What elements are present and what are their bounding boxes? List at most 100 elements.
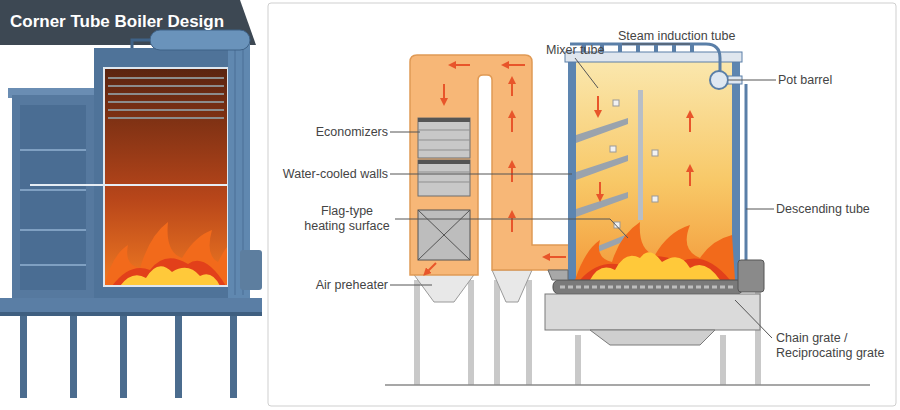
flow-arrow bbox=[505, 64, 525, 66]
water-wall bbox=[732, 58, 740, 280]
flow-arrow bbox=[689, 114, 691, 132]
water-wall bbox=[568, 58, 576, 280]
stoker-drive bbox=[738, 260, 764, 292]
leader-line bbox=[390, 285, 432, 286]
leader-line bbox=[395, 219, 628, 238]
air-preheater-box bbox=[418, 210, 470, 260]
flow-arrow bbox=[599, 182, 601, 198]
part-label: Pot barrel bbox=[778, 73, 868, 88]
leader-line bbox=[728, 80, 776, 81]
tube-line bbox=[418, 130, 470, 131]
support-column bbox=[414, 280, 420, 385]
cross-line bbox=[418, 210, 470, 260]
flow-arrow bbox=[452, 64, 470, 66]
flag-plate bbox=[576, 118, 628, 143]
support-column bbox=[720, 335, 726, 385]
coal-hopper bbox=[548, 270, 568, 280]
leader-line bbox=[622, 44, 690, 45]
base-platform bbox=[0, 312, 262, 316]
tube-line bbox=[108, 109, 224, 111]
tube-line bbox=[418, 172, 470, 173]
ground-line bbox=[385, 384, 870, 386]
flame bbox=[120, 266, 220, 286]
panel-frame bbox=[268, 3, 896, 406]
support-leg bbox=[20, 310, 27, 398]
flow-arrow bbox=[546, 256, 566, 258]
flue-duct bbox=[410, 55, 575, 275]
leader-line bbox=[735, 300, 772, 338]
part-label: Air preheater bbox=[288, 278, 388, 293]
flow-arrow bbox=[597, 96, 599, 114]
descending-tube bbox=[745, 84, 748, 282]
pot-barrel bbox=[710, 71, 728, 89]
flow-arrow bbox=[511, 80, 513, 96]
support-leg bbox=[120, 310, 127, 398]
tube-line bbox=[418, 182, 470, 183]
pipe bbox=[30, 184, 250, 186]
diagram-title: Corner Tube Boiler Design bbox=[10, 12, 224, 32]
tube-line bbox=[108, 101, 224, 103]
support-column bbox=[575, 335, 581, 385]
economizer-bank bbox=[418, 160, 470, 196]
tube-line bbox=[108, 85, 224, 87]
part-label: Economizers bbox=[288, 125, 388, 140]
flow-arrow bbox=[426, 263, 436, 273]
flow-arrow bbox=[511, 114, 513, 132]
tube-line bbox=[418, 150, 470, 151]
tube-square bbox=[652, 150, 658, 156]
leader-line bbox=[390, 174, 572, 175]
leader-line bbox=[390, 132, 420, 133]
part-label: Chain grate / Reciprocating grate bbox=[776, 331, 898, 361]
grate-links bbox=[560, 286, 736, 289]
part-label: Flag-type heating surface bbox=[302, 204, 392, 234]
flow-arrow bbox=[689, 168, 691, 186]
part-label: Descending tube bbox=[776, 202, 891, 217]
tube-square bbox=[652, 196, 658, 202]
furnace-cutaway bbox=[104, 68, 228, 286]
chain-grate bbox=[553, 280, 743, 294]
tube-square bbox=[613, 100, 619, 106]
part-label: Steam induction tube bbox=[618, 29, 778, 44]
stoker bbox=[240, 250, 262, 290]
flame bbox=[575, 222, 735, 280]
tube-line bbox=[235, 45, 236, 295]
ash-pit bbox=[590, 330, 715, 345]
base-platform bbox=[0, 298, 262, 312]
furnace-frame bbox=[104, 68, 228, 286]
grate-housing bbox=[545, 294, 760, 330]
partition-wall bbox=[638, 90, 643, 220]
economizer-header bbox=[418, 118, 470, 122]
flame bbox=[590, 252, 720, 280]
tube-line bbox=[20, 189, 86, 191]
furnace-chamber bbox=[572, 62, 736, 280]
flame bbox=[104, 222, 228, 286]
economizer-bank bbox=[418, 118, 470, 158]
ash-hopper bbox=[492, 270, 532, 302]
flow-arrow bbox=[511, 214, 513, 232]
flag-plate bbox=[576, 192, 628, 217]
flow-arrow bbox=[511, 164, 513, 182]
flow-arrow bbox=[443, 84, 445, 102]
tube-line bbox=[108, 77, 224, 79]
steam-drum bbox=[150, 30, 250, 50]
part-label: Mixer tube bbox=[546, 43, 626, 58]
leader-line bbox=[746, 209, 774, 210]
tube-line bbox=[20, 264, 86, 266]
tube-line bbox=[108, 117, 224, 119]
support-column bbox=[468, 280, 474, 385]
support-leg bbox=[70, 310, 77, 398]
tube-square bbox=[610, 146, 616, 152]
cross-line bbox=[418, 210, 470, 260]
flame bbox=[112, 258, 226, 286]
leader-line bbox=[575, 58, 598, 88]
economizer-tower bbox=[12, 95, 94, 298]
flag-plate bbox=[576, 155, 628, 180]
tower-panel bbox=[20, 105, 86, 290]
tube-line bbox=[418, 140, 470, 141]
pipe bbox=[132, 40, 150, 48]
part-label: Water-cooled walls bbox=[258, 167, 388, 182]
support-leg bbox=[230, 310, 237, 398]
support-column bbox=[494, 280, 500, 385]
tube-line bbox=[20, 229, 86, 231]
boiler-body bbox=[94, 48, 249, 298]
